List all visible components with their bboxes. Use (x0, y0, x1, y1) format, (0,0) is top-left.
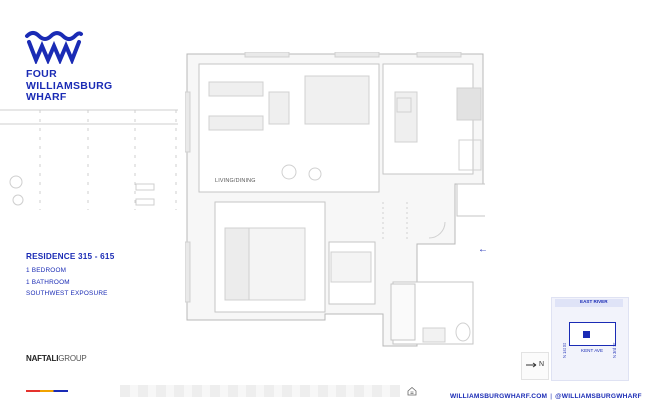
section-drawing (0, 109, 178, 210)
key-plan-building (569, 322, 616, 346)
spec-exposure: SOUTHWEST EXPOSURE (26, 290, 108, 297)
north-arrow-icon (526, 362, 537, 368)
social-handle-link[interactable]: @WILLIAMSBURGWHARF (555, 393, 642, 400)
developer-color-bar (26, 390, 68, 392)
developer-name-bold: NAFTALI (26, 354, 59, 363)
key-plan-unit-marker (583, 331, 590, 338)
brand-line-2: WILLIAMSBURG (26, 79, 113, 92)
website-link[interactable]: WILLIAMSBURGWHARF.COM (450, 393, 548, 400)
key-plan-cross-street-east: N 3rd St (612, 342, 617, 358)
footer-links: WILLIAMSBURGWHARF.COM|@WILLIAMSBURGWHARF (450, 393, 642, 400)
floor-plan (185, 52, 485, 347)
compass-label: N (539, 361, 545, 368)
wave-logo-icon (25, 31, 83, 64)
room-label-living-dining: LIVING/DINING (215, 178, 256, 184)
brand-wordmark: FOUR WILLIAMSBURG WHARF (26, 68, 113, 104)
residence-specs: 1 BEDROOM 1 BATHROOM SOUTHWEST EXPOSURE (26, 265, 108, 300)
developer-name-light: GROUP (58, 354, 87, 363)
key-plan-river-label: EAST RIVER (580, 299, 608, 304)
brand-line-1: FOUR (26, 68, 57, 80)
key-plan-street-label: KENT AVE (581, 348, 604, 353)
residence-title: RESIDENCE 315 - 615 (26, 252, 115, 261)
legal-disclaimer (120, 385, 400, 397)
developer-logo: NAFTALIGROUP (26, 354, 87, 363)
spec-bathrooms: 1 BATHROOM (26, 278, 70, 286)
entry-arrow-icon: ← (478, 244, 488, 255)
key-plan-river (555, 299, 623, 307)
spec-bedrooms: 1 BEDROOM (26, 267, 67, 274)
footer-separator: | (550, 393, 553, 400)
brand-line-3: WHARF (26, 91, 67, 103)
key-plan-cross-street-west: N 1st St (562, 343, 567, 358)
equal-housing-icon (407, 386, 417, 396)
